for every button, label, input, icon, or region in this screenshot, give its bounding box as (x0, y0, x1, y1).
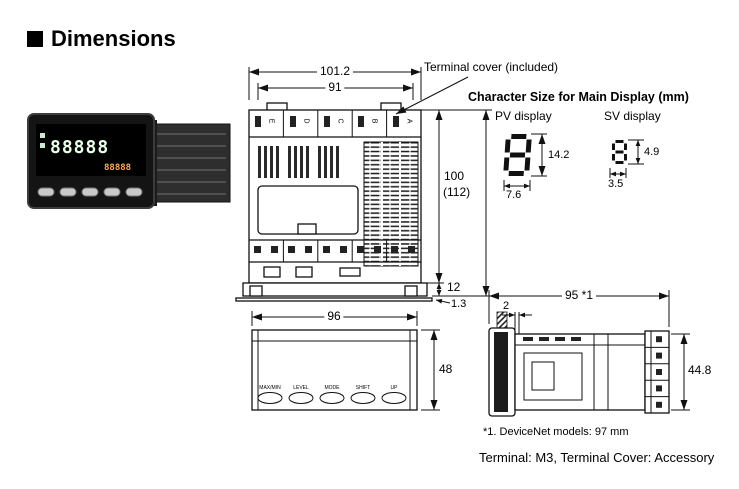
key-label: SHIFT (355, 385, 371, 391)
bottom-height-label: 48 (439, 362, 453, 376)
terminal-note: Terminal: M3, Terminal Cover: Accessory (479, 450, 715, 465)
char-size-figures (503, 133, 644, 191)
side-terminal-screws (656, 336, 662, 408)
side-depth-label: 95 *1 (561, 288, 597, 303)
sv-seven-segment-digit (612, 140, 627, 164)
product-sub-display: 88888 (104, 163, 131, 173)
key-label: UP (390, 385, 398, 391)
key-label: MODE (324, 385, 340, 391)
product-indicator-led (40, 143, 45, 148)
side-height-label: 44.8 (688, 363, 712, 377)
page-title: Dimensions (27, 26, 176, 52)
product-rear-ribs (154, 133, 226, 195)
section-marker-icon (27, 31, 43, 47)
side-view (488, 311, 670, 417)
terminal-screws-top (255, 116, 399, 127)
product-display-window (36, 124, 146, 176)
product-rear-block (149, 123, 231, 203)
terminal-letter: E (267, 118, 275, 124)
terminal-cover-label: Terminal cover (included) (424, 60, 559, 74)
bottom-view (251, 329, 418, 411)
key-label: LEVEL (293, 385, 309, 391)
dim-plate-label: 1.3 (451, 298, 467, 310)
terminal-letter: A (405, 118, 413, 124)
terminal-letter: D (302, 118, 310, 124)
product-key-row (37, 187, 143, 197)
pv-seven-segment-digit (503, 134, 532, 176)
product-indicator-led (40, 133, 45, 138)
page-title-text: Dimensions (51, 26, 176, 51)
key-label: MAX/MIN (259, 385, 281, 391)
terminal-letter: B (370, 118, 378, 124)
pv-dimension-lines (503, 133, 547, 191)
side-terminal-cells (645, 346, 669, 398)
char-size-title: Character Size for Main Display (mm) (468, 90, 689, 104)
product-main-display: 88888 (50, 137, 109, 158)
vent-grill (363, 141, 419, 267)
dim-base-label: 12 (444, 280, 464, 295)
terminal-block-dividers-top (282, 110, 388, 137)
side-top-slots (523, 337, 581, 341)
front-view (235, 102, 433, 302)
product-photo: 88888 88888 (27, 113, 231, 209)
dim-height-total-label: (112) (443, 185, 471, 199)
terminal-letter: C (336, 118, 344, 124)
sv-display-label: SV display (604, 109, 661, 123)
sv-height-label: 4.9 (644, 146, 660, 158)
thin-plate (235, 297, 433, 302)
side-gap-label: 2 (503, 300, 510, 312)
pv-display-label: PV display (495, 109, 552, 123)
pv-width-label: 7.6 (506, 189, 522, 201)
terminal-screws-bottom (254, 246, 415, 253)
dim-height-label: 100 (444, 169, 465, 183)
plate-leader (435, 298, 451, 304)
terminal-cover-leader (395, 76, 469, 115)
vent-slots (258, 146, 339, 178)
sv-width-label: 3.5 (608, 178, 624, 190)
dim-width-inner-label: 91 (325, 80, 345, 95)
terminal-block-dividers-bottom (282, 240, 388, 262)
sv-dimension-lines (609, 139, 644, 178)
front-view-dimensions (248, 67, 492, 304)
key-buttons (257, 392, 407, 404)
dim-width-outer-label: 101.2 (316, 64, 354, 79)
base-flange (242, 282, 428, 297)
pv-height-label: 14.2 (548, 149, 570, 161)
bottom-width-label: 96 (324, 309, 344, 324)
footnote: *1. DeviceNet models: 97 mm (483, 426, 629, 438)
